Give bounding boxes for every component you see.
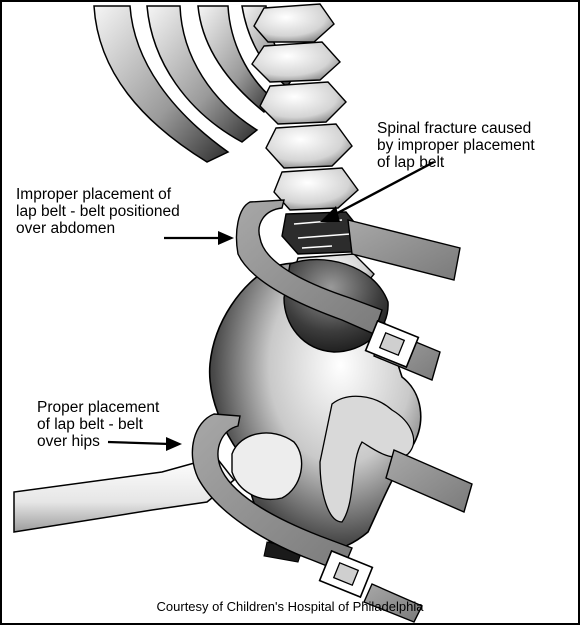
vertebra	[266, 124, 352, 168]
credit-caption: Courtesy of Children's Hospital of Phila…	[2, 599, 578, 614]
vertebra	[254, 4, 334, 42]
vertebra	[274, 168, 358, 210]
proper-placement-label: Proper placement of lap belt - belt over…	[37, 399, 159, 450]
spinal-fracture-label: Spinal fracture caused by improper place…	[377, 120, 535, 171]
vertebra	[252, 42, 340, 82]
improper-placement-label: Improper placement of lap belt - belt po…	[16, 186, 180, 237]
hip-socket	[232, 433, 302, 499]
vertebra	[260, 82, 346, 124]
belt-strap-back	[386, 450, 472, 512]
